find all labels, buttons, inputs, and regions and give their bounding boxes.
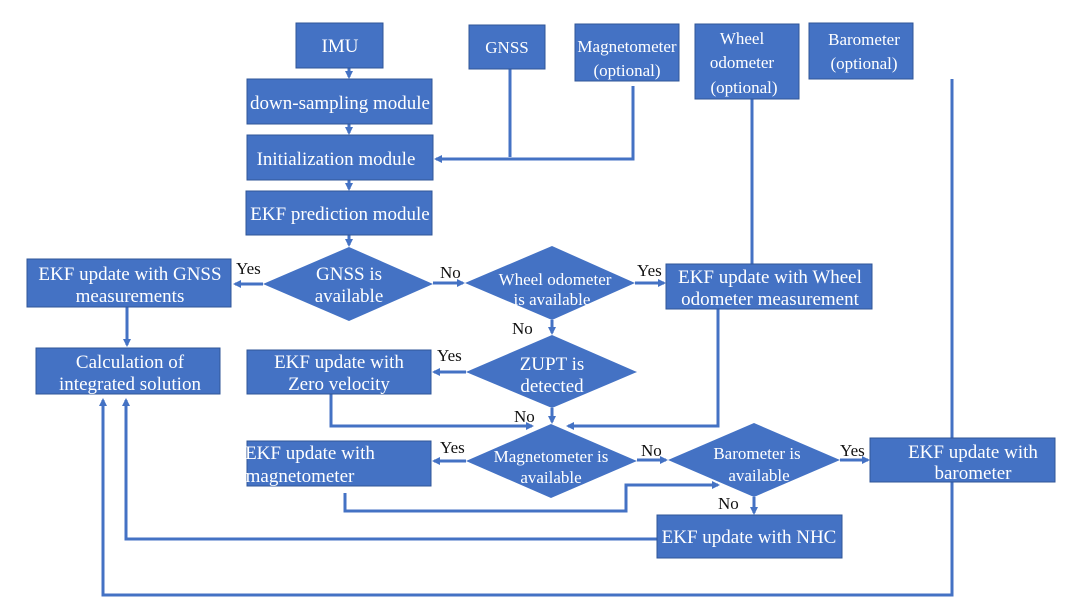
label-yes: Yes (236, 259, 261, 278)
label-yes: Yes (440, 438, 465, 457)
node-calculation: Calculation of integrated solution (35, 347, 221, 395)
node-label: EKF update with GNSS (38, 264, 221, 285)
node-zero-velocity-update: EKF update with Zero velocity (246, 349, 432, 395)
decision-gnss-available: GNSS is available (263, 247, 433, 321)
node-imu: IMU (295, 22, 384, 69)
label-no: No (512, 319, 533, 338)
arrow-wheelupdate-mag (566, 309, 720, 430)
node-label: IMU (322, 36, 359, 57)
node-gnss: GNSS (468, 24, 546, 70)
label-no: No (514, 407, 535, 426)
node-label: barometer (934, 463, 1012, 484)
node-label: Magnetometer is (494, 447, 609, 466)
label-yes: Yes (840, 441, 865, 460)
node-gnss-update: EKF update with GNSS measurements (26, 258, 232, 308)
node-downsampling: down-sampling module (246, 78, 433, 125)
node-barometer: Barometer (optional) (808, 22, 914, 80)
node-label: Wheel odometer (499, 270, 612, 289)
arrow-magupdate-baro (343, 481, 720, 513)
decision-zupt: ZUPT is detected (466, 335, 637, 408)
node-label: EKF update with Wheel (678, 267, 862, 288)
label-no: No (641, 441, 662, 460)
label-yes: Yes (637, 261, 662, 280)
label-no: No (440, 263, 461, 282)
node-label: EKF update with (245, 443, 375, 464)
node-label: measurements (76, 286, 185, 307)
node-label: EKF update with (908, 442, 1038, 463)
node-label: ZUPT is (520, 354, 585, 375)
decision-magnetometer: Magnetometer is available (466, 424, 637, 498)
node-label: is available (514, 290, 591, 309)
node-magnetometer-update: EKF update with magnetometer (245, 440, 432, 487)
node-label: Barometer (828, 30, 900, 49)
node-label: EKF update with NHC (662, 527, 837, 548)
node-wheel-update: EKF update with Wheel odometer measureme… (665, 263, 873, 310)
node-label: (optional) (830, 54, 897, 73)
node-label: GNSS (485, 38, 528, 57)
node-wheel-odometer: Wheel odometer (optional) (694, 23, 800, 100)
decision-wheel-available: Wheel odometer is available (465, 246, 635, 320)
node-label: (optional) (593, 61, 660, 80)
node-barometer-update: EKF update with barometer (869, 437, 1056, 484)
node-label: EKF prediction module (250, 204, 429, 225)
node-label: Calculation of (76, 352, 185, 373)
arrow-zero-mag (329, 394, 534, 430)
node-label: magnetometer (246, 466, 355, 487)
node-label: Initialization module (257, 149, 416, 170)
arrow-nhc-calc (122, 398, 657, 541)
node-label: EKF update with (274, 352, 404, 373)
node-nhc-update: EKF update with NHC (656, 514, 843, 559)
node-label: down-sampling module (250, 93, 430, 114)
node-initialization: Initialization module (246, 134, 434, 181)
node-label: GNSS is (316, 264, 382, 285)
node-label: integrated solution (59, 374, 201, 395)
arrow-baroupdate-calc (99, 398, 954, 597)
node-label: Magnetometer (577, 37, 676, 56)
decision-barometer: Barometer is available (668, 423, 840, 497)
label-yes: Yes (437, 346, 462, 365)
arrow-mag-init (434, 86, 635, 163)
connectors (99, 68, 954, 597)
node-label: available (728, 466, 789, 485)
node-label: Barometer is (713, 444, 800, 463)
node-label: available (520, 468, 581, 487)
label-no: No (718, 494, 739, 513)
node-prediction: EKF prediction module (245, 190, 433, 236)
node-label: Zero velocity (288, 374, 390, 395)
node-label: detected (520, 376, 584, 397)
node-label: (optional) (710, 78, 777, 97)
node-magnetometer: Magnetometer (optional) (574, 23, 680, 82)
node-label: available (315, 286, 384, 307)
node-label: Wheel (720, 29, 765, 48)
node-label: odometer measurement (681, 289, 860, 310)
node-label: odometer (710, 53, 775, 72)
